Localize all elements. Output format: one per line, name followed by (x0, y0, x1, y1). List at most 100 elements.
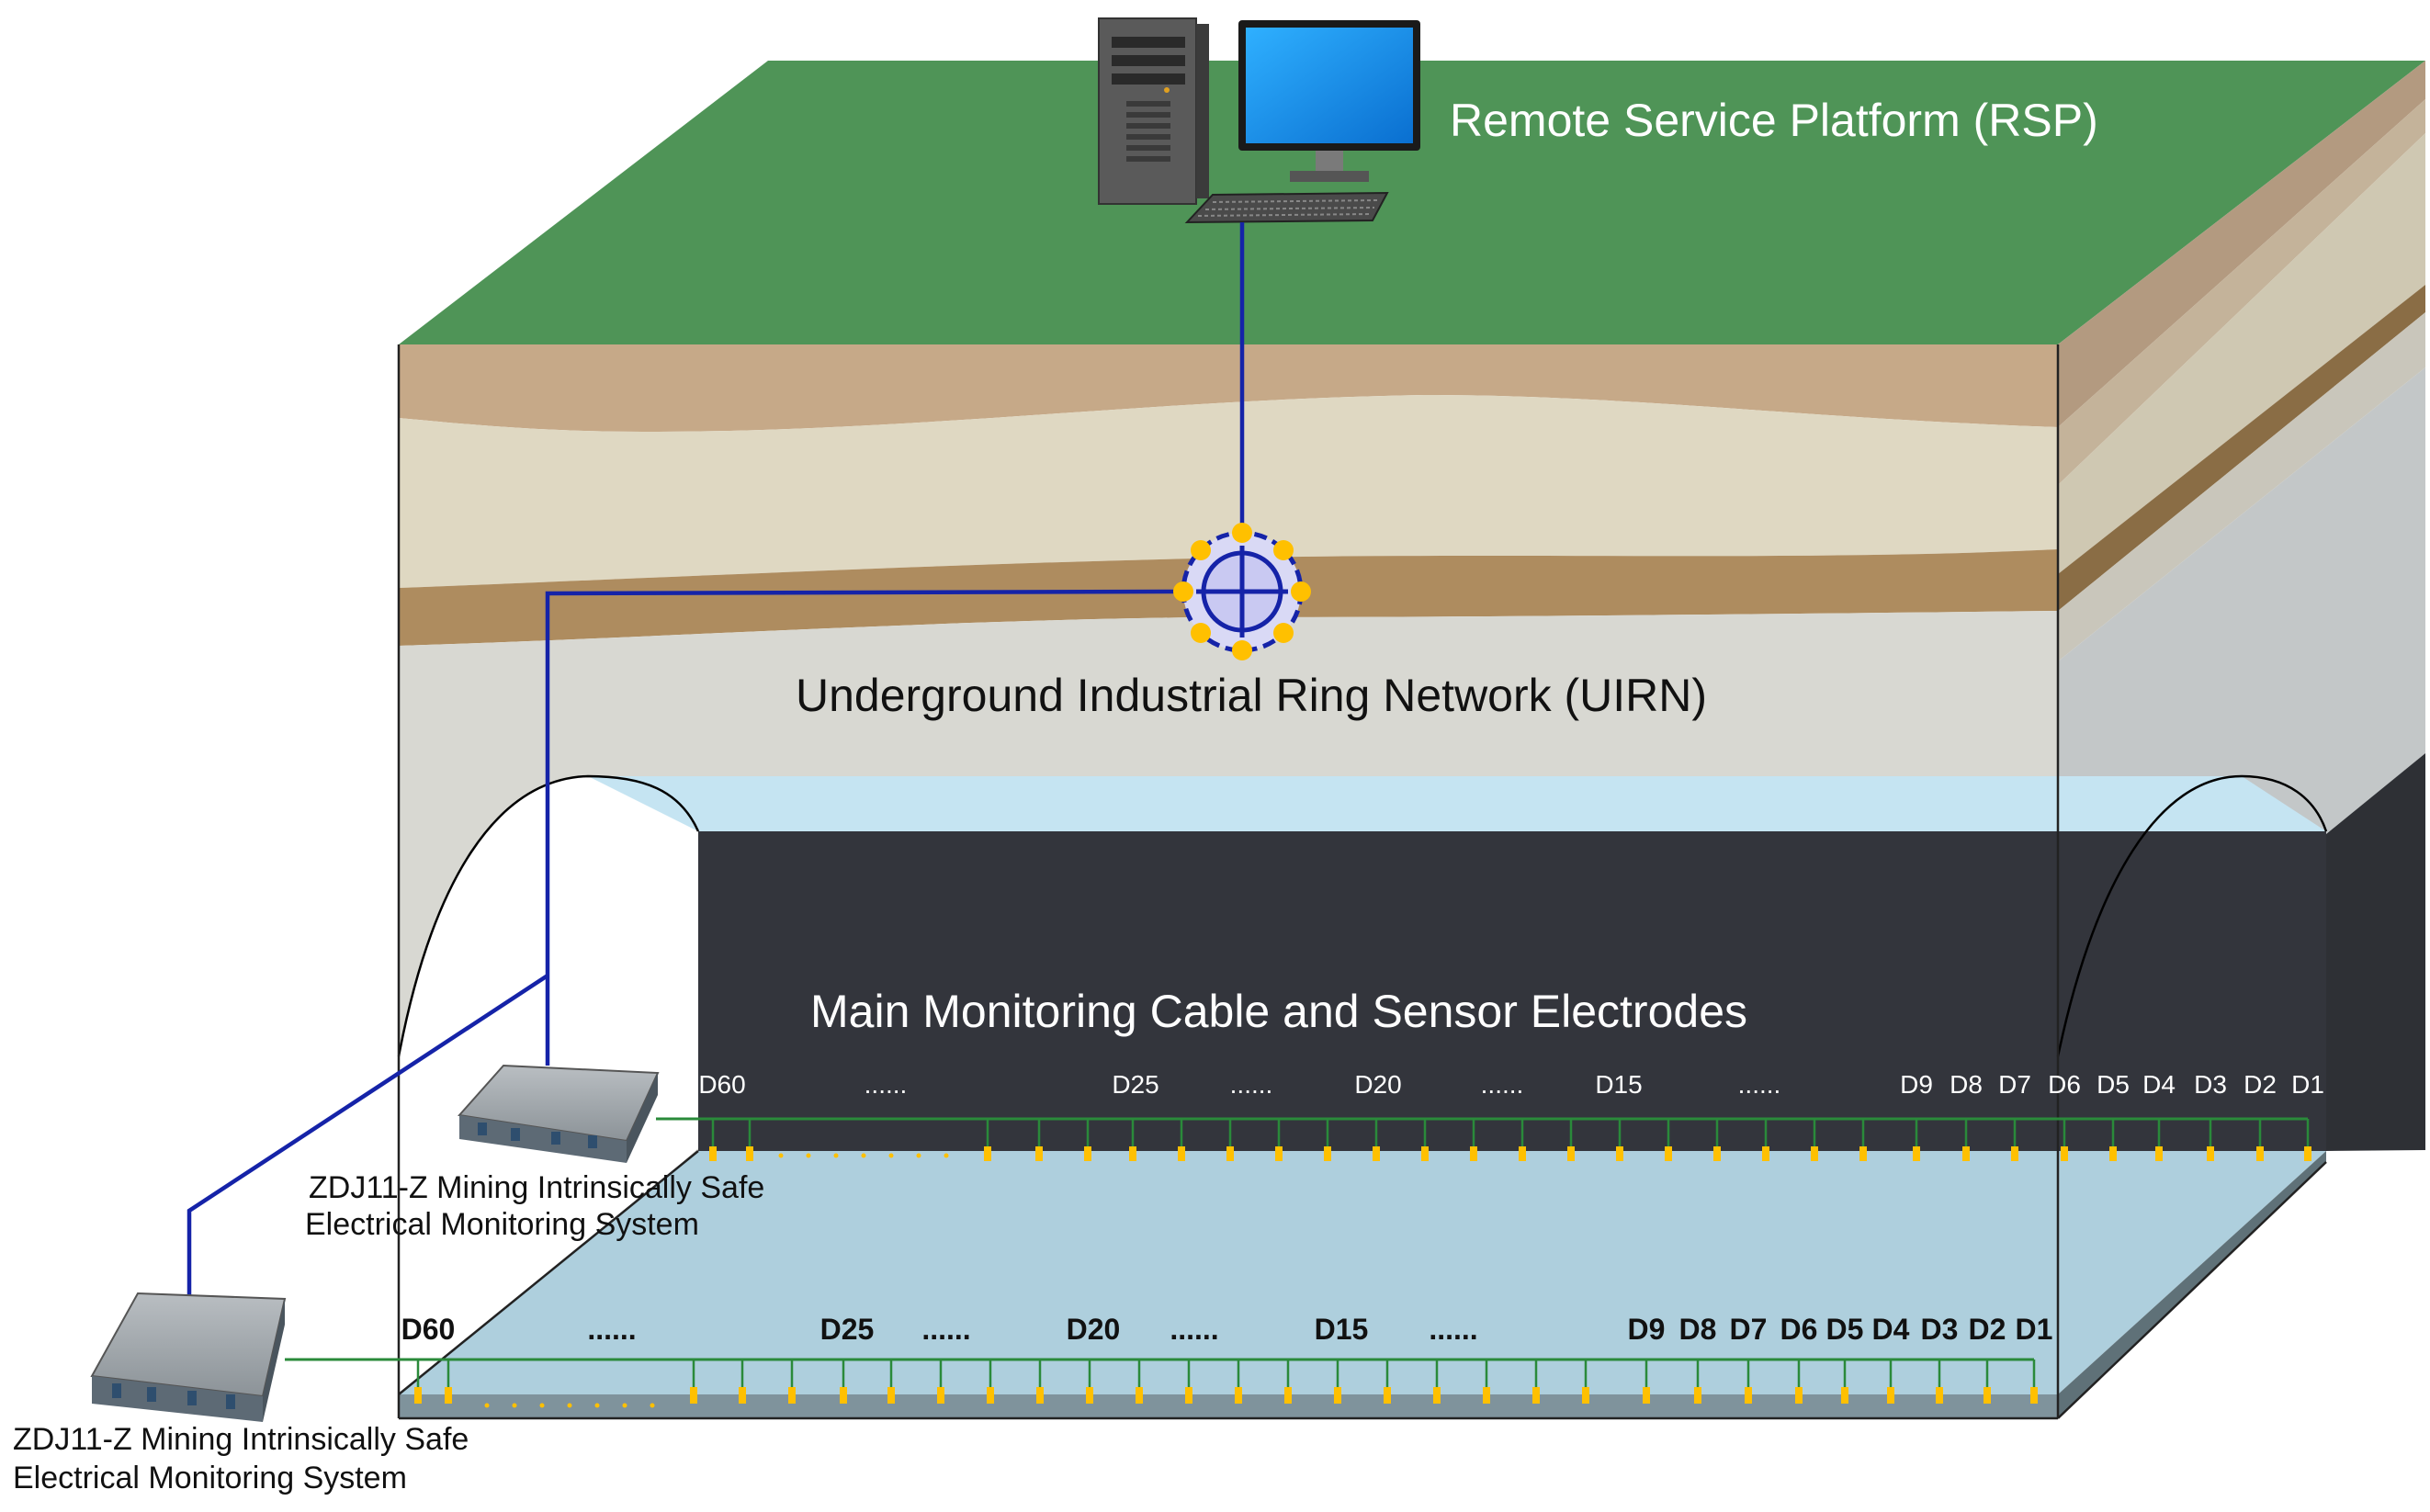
lower-electrode-label-d3: D3 (1921, 1313, 1959, 1346)
upper-electrode (1373, 1146, 1380, 1161)
lower-electrode-label-d1: D1 (2016, 1313, 2053, 1346)
upper-electrode-label-d8: D8 (1950, 1070, 1983, 1099)
upper-electrode (1275, 1146, 1283, 1161)
lower-electrode-label-ellipsis-3: ...... (921, 1313, 970, 1346)
lower-electrode (1384, 1387, 1391, 1404)
upper-electrode-gap-dot (833, 1153, 839, 1158)
lower-electrode-label-d60: D60 (401, 1313, 456, 1346)
ring-network-icon (1173, 523, 1311, 660)
upper-electrode (2061, 1146, 2068, 1161)
lower-electrode (1643, 1387, 1650, 1404)
upper-electrode-label-d15: D15 (1595, 1070, 1642, 1099)
lower-electrode (1036, 1387, 1044, 1404)
upper-electrode-label-d20: D20 (1354, 1070, 1401, 1099)
monitoring-device-upper-icon (458, 1064, 660, 1163)
upper-electrode (1129, 1146, 1136, 1161)
lower-electrode (1235, 1387, 1242, 1404)
upper-electrode-gap-dot (806, 1153, 811, 1158)
upper-electrode (1913, 1146, 1920, 1161)
upper-electrode-label-ellipsis-3: ...... (1230, 1070, 1273, 1099)
upper-electrode-gap-dot (916, 1153, 921, 1158)
lower-electrode-gap-dot (622, 1403, 627, 1408)
upper-electrode-gap-dot (778, 1153, 784, 1158)
lower-electrode-gap-dot (650, 1403, 655, 1408)
lower-electrode-label-ellipsis-5: ...... (1170, 1313, 1218, 1346)
lower-electrode (937, 1387, 944, 1404)
upper-monitoring-cable (656, 1117, 2311, 1161)
upper-electrode (2011, 1146, 2018, 1161)
upper-electrode-label-d5: D5 (2097, 1070, 2130, 1099)
upper-electrode-gap-dot (861, 1153, 866, 1158)
lower-monitoring-cable (285, 1358, 2038, 1408)
lower-electrode (1532, 1387, 1540, 1404)
upper-electrode (984, 1146, 991, 1161)
upper-electrode (2207, 1146, 2214, 1161)
upper-electrode-gap-dot (944, 1153, 949, 1158)
upper-electrode (1421, 1146, 1429, 1161)
upper-electrode (1519, 1146, 1526, 1161)
lower-electrode-label-ellipsis-1: ...... (587, 1313, 636, 1346)
lower-electrode-gap-dot (567, 1403, 572, 1408)
lower-electrode-label-d7: D7 (1730, 1313, 1768, 1346)
lower-electrode (1483, 1387, 1490, 1404)
upper-electrode (2155, 1146, 2163, 1161)
lower-electrode (788, 1387, 796, 1404)
upper-electrode (1665, 1146, 1672, 1161)
upper-electrode (1035, 1146, 1043, 1161)
lower-electrode (840, 1387, 847, 1404)
uirn-label: Underground Industrial Ring Network (UIR… (796, 670, 1707, 721)
block-right-face (2058, 61, 2425, 1151)
upper-electrode-gap-dot (888, 1153, 894, 1158)
upper-electrode (1324, 1146, 1331, 1161)
block-outline (397, 344, 2327, 1420)
lower-electrode-label-d5: D5 (1826, 1313, 1864, 1346)
upper-electrode (709, 1146, 717, 1161)
upper-electrode (2304, 1146, 2311, 1161)
upper-electrode (1178, 1146, 1185, 1161)
upper-electrode-label-d25: D25 (1112, 1070, 1158, 1099)
upper-electrode-label-d1: D1 (2291, 1070, 2324, 1099)
lower-electrode (1433, 1387, 1441, 1404)
lower-electrode-gap-dot (539, 1403, 545, 1408)
lower-electrode (445, 1387, 452, 1404)
lower-electrode (1984, 1387, 1991, 1404)
upper-electrode-label-ellipsis-7: ...... (1738, 1070, 1781, 1099)
upper-electrode (746, 1146, 753, 1161)
lower-electrode-label-d15: D15 (1315, 1313, 1369, 1346)
monitoring-device-lower-icon (90, 1292, 287, 1422)
lower-electrode-label-d2: D2 (1969, 1313, 2006, 1346)
lower-electrode (2030, 1387, 2038, 1404)
upper-electrode (1616, 1146, 1623, 1161)
rsp-label: Remote Service Platform (RSP) (1450, 95, 2098, 146)
lower-electrode (1136, 1387, 1143, 1404)
upper-electrode-label-d4: D4 (2142, 1070, 2176, 1099)
upper-electrode-label-d7: D7 (1998, 1070, 2031, 1099)
upper-electrode-label-d2: D2 (2244, 1070, 2277, 1099)
upper-electrode (2256, 1146, 2264, 1161)
upper-electrode-label-d3: D3 (2194, 1070, 2227, 1099)
upper-electrode-label-d60: D60 (698, 1070, 745, 1099)
lower-electrode-label-d25: D25 (820, 1313, 875, 1346)
upper-electrode (1713, 1146, 1721, 1161)
lower-electrode (414, 1387, 422, 1404)
cable-label: Main Monitoring Cable and Sensor Electro… (810, 986, 1747, 1037)
ground-surface (399, 61, 2425, 344)
upper-electrode-label-ellipsis-1: ...... (865, 1070, 908, 1099)
lower-electrode (1582, 1387, 1589, 1404)
lower-electrode (1694, 1387, 1701, 1404)
upper-electrode (1962, 1146, 1970, 1161)
device-upper-label-line1: ZDJ11-Z Mining Intrinsically Safe (309, 1170, 764, 1205)
lower-electrode-label-d4: D4 (1872, 1313, 1910, 1346)
lower-electrode (1086, 1387, 1093, 1404)
upper-electrode (1470, 1146, 1477, 1161)
upper-electrode (1226, 1146, 1234, 1161)
lower-electrode (1841, 1387, 1848, 1404)
computer-tower-icon (1098, 17, 1209, 205)
upper-electrode-label-ellipsis-5: ...... (1481, 1070, 1524, 1099)
lower-electrode (987, 1387, 994, 1404)
lower-electrode-label-d20: D20 (1067, 1313, 1121, 1346)
keyboard-icon (1184, 191, 1389, 224)
